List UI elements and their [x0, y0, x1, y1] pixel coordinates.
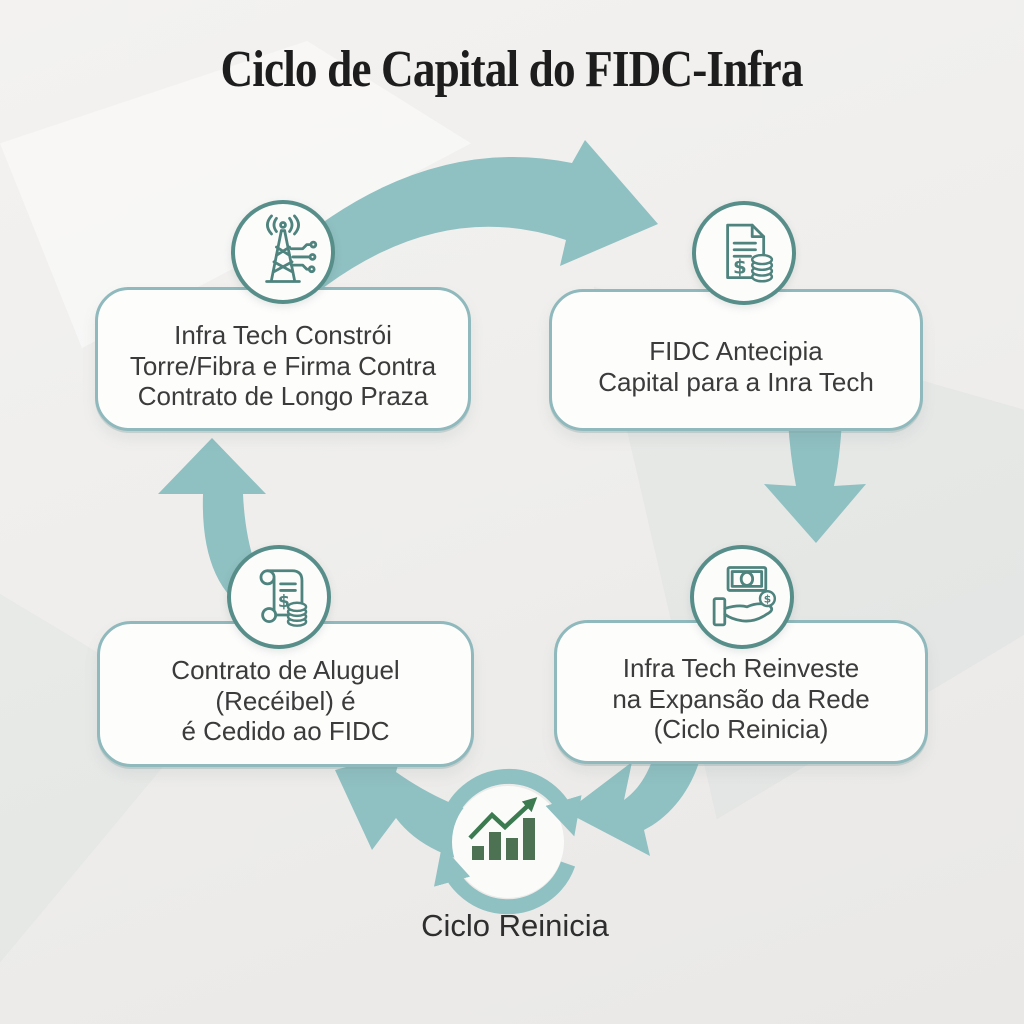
growth-chart-cycle-icon: [434, 768, 582, 915]
step-box-cessao: Contrato de Aluguel (Recéibel) é é Cedid…: [97, 621, 474, 767]
center-cycle-label: Ciclo Reinicia: [421, 908, 609, 943]
step-text: Infra Tech Constrói Torre/Fibra e Firma …: [129, 319, 437, 412]
contract-coins-icon: $: [227, 545, 331, 649]
invoice-money-icon: $: [692, 201, 796, 305]
step-box-antecipa: FIDC Antecipia Capital para a Inra Tech: [549, 289, 923, 431]
page-title: Ciclo de Capital do FIDC-Infra: [220, 41, 804, 98]
step-text: Contrato de Aluguel (Recéibel) é é Cedid…: [171, 654, 400, 747]
telecom-tower-icon: [231, 200, 335, 304]
step-box-reinveste: Infra Tech Reinveste na Expansão da Rede…: [554, 620, 928, 764]
svg-text:$: $: [764, 593, 771, 606]
arrow-antecipa-to-reinveste: [764, 420, 866, 543]
step-text: Infra Tech Reinveste na Expansão da Rede…: [612, 652, 870, 745]
step-box-constroi: Infra Tech Constrói Torre/Fibra e Firma …: [95, 287, 471, 431]
svg-text:$: $: [278, 592, 290, 612]
arrow-reinveste-to-ciclo: [566, 752, 702, 856]
arrow-constroi-to-antecipa: [238, 140, 658, 328]
svg-text:$: $: [733, 256, 747, 279]
bar-chart-icon: [468, 797, 538, 860]
hand-money-icon: $: [690, 545, 794, 649]
step-text: FIDC Antecipia Capital para a Inra Tech: [598, 336, 874, 397]
